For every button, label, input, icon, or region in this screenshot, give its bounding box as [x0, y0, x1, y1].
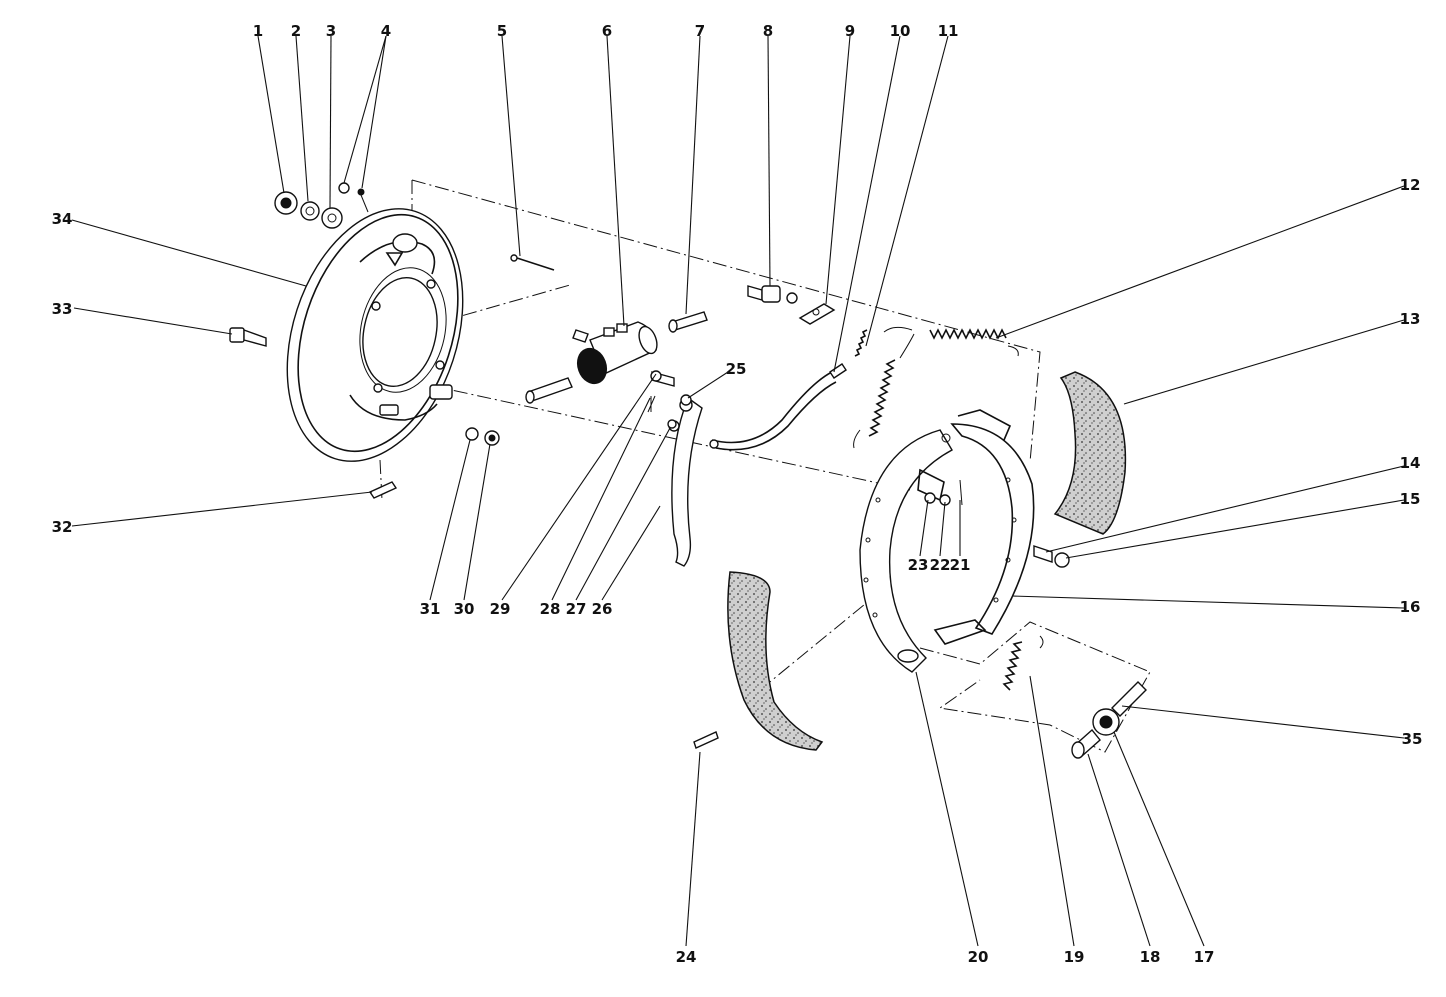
part-label-3: 3: [326, 22, 336, 40]
push-rod-lower: [525, 377, 573, 404]
leader-lines: [71, 35, 1405, 947]
pin-5: [510, 254, 555, 271]
part-label-28: 28: [540, 600, 561, 618]
part-label-25: 25: [726, 360, 747, 378]
adjusting-screw: [1071, 681, 1147, 759]
part-label-14: 14: [1400, 454, 1421, 472]
part-label-8: 8: [763, 22, 773, 40]
part-label-23: 23: [908, 556, 929, 574]
part-label-11: 11: [938, 22, 959, 40]
rivet: [693, 731, 719, 749]
adjuster-upper: [1033, 545, 1070, 568]
part-label-5: 5: [497, 22, 507, 40]
wheel-cylinder: [572, 321, 658, 385]
brake-shoe-assembly: [859, 409, 1035, 673]
lining-upper: [1053, 371, 1127, 535]
part-label-20: 20: [968, 948, 989, 966]
parking-brake-strut: [709, 363, 847, 451]
part-label-35: 35: [1402, 730, 1423, 748]
mounting-hardware: [274, 182, 369, 229]
part-label-26: 26: [592, 600, 613, 618]
part-label-24: 24: [676, 948, 697, 966]
lining-lower: [727, 571, 824, 751]
part-label-16: 16: [1400, 598, 1421, 616]
part-label-1: 1: [253, 22, 263, 40]
part-label-6: 6: [602, 22, 612, 40]
small-hardware: [368, 370, 692, 499]
part-label-13: 13: [1400, 310, 1421, 328]
anchor-pin: [747, 285, 798, 304]
push-rod-upper: [668, 311, 708, 333]
part-label-33: 33: [52, 300, 73, 318]
springs: [853, 326, 1044, 691]
part-label-19: 19: [1064, 948, 1085, 966]
part-label-31: 31: [420, 600, 441, 618]
part-label-2: 2: [291, 22, 301, 40]
part-label-4: 4: [381, 22, 391, 40]
part-label-32: 32: [52, 518, 73, 536]
part-label-21: 21: [950, 556, 971, 574]
part-label-27: 27: [566, 600, 587, 618]
part-label-12: 12: [1400, 176, 1421, 194]
part-label-30: 30: [454, 600, 475, 618]
anchor-plate: [798, 303, 836, 325]
part-label-29: 29: [490, 600, 511, 618]
part-label-7: 7: [695, 22, 705, 40]
part-label-22: 22: [930, 556, 951, 574]
part-label-18: 18: [1140, 948, 1161, 966]
part-label-15: 15: [1400, 490, 1421, 508]
part-label-34: 34: [52, 210, 73, 228]
part-number-labels: 1 2 3 4 5 6 7 8 9 10 11 12 13 14 15 16 1…: [52, 22, 1423, 966]
backing-plate: [286, 208, 464, 462]
mounting-bolt: [229, 327, 267, 347]
part-label-9: 9: [845, 22, 855, 40]
part-label-17: 17: [1194, 948, 1215, 966]
part-label-10: 10: [890, 22, 911, 40]
